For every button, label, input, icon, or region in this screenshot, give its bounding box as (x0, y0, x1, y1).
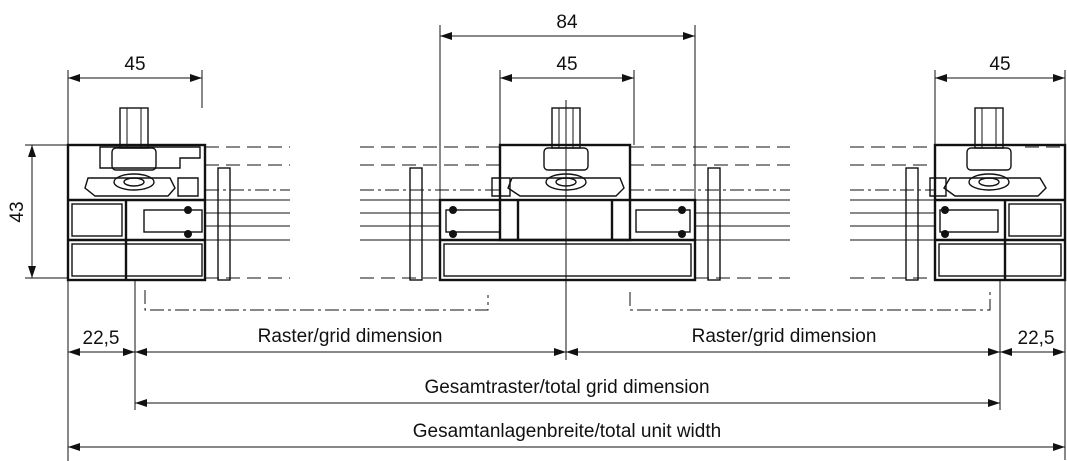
dimension-edge-left: 22,5 (83, 328, 120, 349)
dimension-edge-right: 22,5 (1018, 328, 1055, 349)
dimension-total-width: Gesamtanlagenbreite/total unit width (413, 421, 721, 442)
dimension-top-center: 84 (556, 12, 578, 33)
dimension-profile-left: 45 (124, 54, 145, 75)
dimension-grid-left: Raster/grid dimension (258, 326, 443, 347)
profile-right (905, 107, 1067, 282)
dimension-height: 43 (7, 201, 28, 222)
dimension-profile-right: 45 (989, 54, 1010, 75)
reference-lines (144, 146, 1067, 311)
dimension-labels: 84 45 45 45 43 22,5 Raster/grid dimensio… (7, 12, 1054, 442)
extension-lines (25, 25, 1066, 461)
dimension-profile-center: 45 (556, 54, 577, 75)
dimension-grid-right: Raster/grid dimension (692, 326, 877, 347)
dimension-lines (28, 32, 1065, 451)
dimension-total-grid: Gesamtraster/total grid dimension (424, 377, 709, 398)
profile-center (409, 100, 721, 360)
profile-left (66, 107, 231, 282)
